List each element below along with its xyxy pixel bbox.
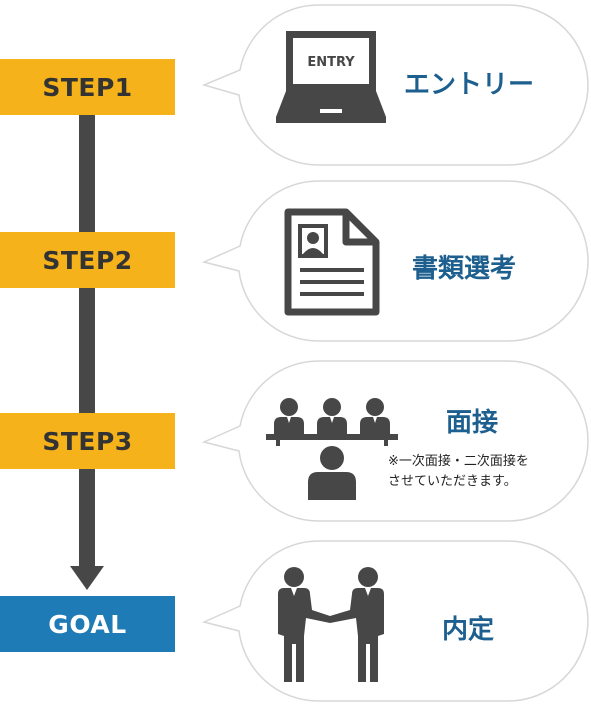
resume-document-icon <box>284 208 380 316</box>
step1-title: エントリー <box>404 70 535 100</box>
bubble-step3 <box>201 360 589 522</box>
step2-title: 書類選考 <box>412 254 517 284</box>
interview-panel-icon <box>266 398 398 500</box>
flow-arrow-head <box>70 566 104 590</box>
step2-badge: STEP2 <box>0 232 175 288</box>
step3-badge: STEP3 <box>0 413 175 469</box>
goal-title: 内定 <box>442 615 495 645</box>
step3-title: 面接 <box>446 408 499 438</box>
handshake-icon <box>278 567 384 682</box>
laptop-icon: ENTRY <box>276 31 386 123</box>
goal-badge: GOAL <box>0 596 175 652</box>
bubble-goal <box>201 540 589 702</box>
step3-note-line1: ※一次面接・二次面接を <box>388 454 529 469</box>
bubble-step2 <box>201 180 589 342</box>
laptop-screen-text: ENTRY <box>307 55 355 70</box>
step3-note-line2: させていただきます。 <box>388 474 517 489</box>
step1-badge: STEP1 <box>0 59 175 115</box>
